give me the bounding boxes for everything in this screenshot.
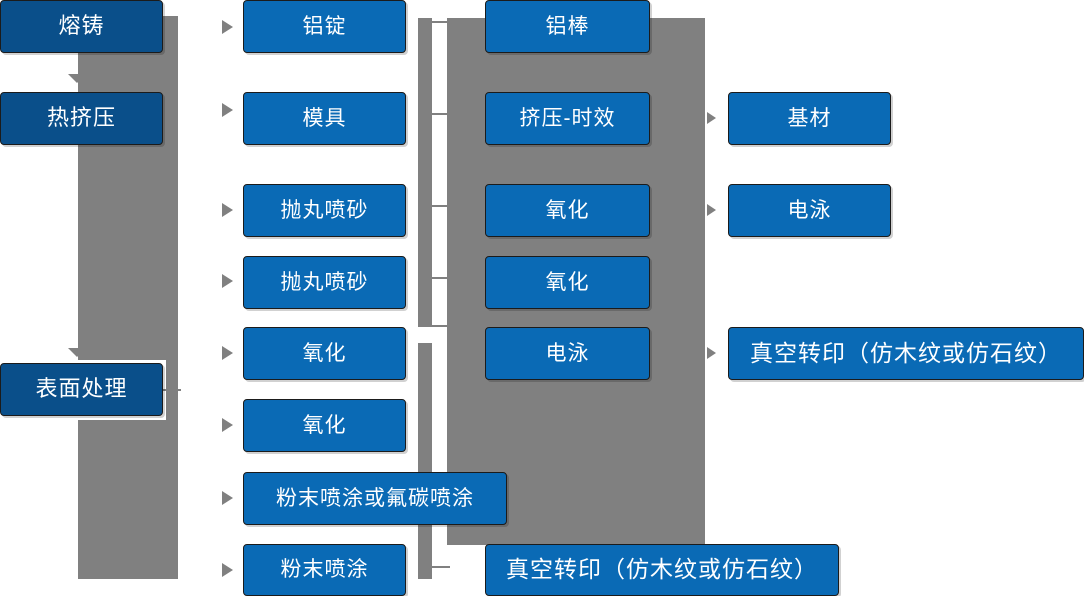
step-a-node-label: 抛丸喷砂: [280, 270, 369, 294]
arrow-icon-c3: [707, 347, 716, 359]
step-a-node-8[interactable]: 粉末喷涂: [243, 544, 406, 596]
tick-line-b3: [424, 205, 450, 207]
stage-node-melt-cast[interactable]: 熔铸: [0, 0, 163, 53]
stage-node-hot-extrusion[interactable]: 热挤压: [0, 92, 163, 145]
result-node-2[interactable]: 电泳: [728, 184, 891, 237]
arrow-icon-a8: [222, 563, 233, 577]
step-b-node-label: 电泳: [545, 341, 590, 365]
down-arrow-icon-1: [68, 74, 86, 83]
arrow-icon-a1: [222, 20, 233, 34]
middle-connector-bar: [418, 18, 432, 327]
step-b-node-6[interactable]: 真空转印（仿木纹或仿石纹）: [485, 544, 839, 596]
stage-3-connector-line: [163, 389, 181, 391]
step-b-node-3[interactable]: 氧化: [485, 184, 650, 237]
step-b-node-label: 铝棒: [545, 14, 590, 38]
arrow-icon-a4: [222, 274, 233, 288]
stage-node-label: 表面处理: [35, 376, 128, 402]
tick-line-b6: [424, 566, 450, 568]
arrow-icon-a7: [222, 491, 233, 505]
step-a-node-label: 粉末喷涂: [280, 558, 369, 582]
step-a-node-label: 氧化: [302, 413, 347, 437]
step-a-node-label: 抛丸喷砂: [280, 198, 369, 222]
step-a-node-4[interactable]: 抛丸喷砂: [243, 256, 406, 309]
down-arrow-icon-2: [68, 348, 86, 357]
arrow-icon-a3: [222, 203, 233, 217]
stage-node-surface-treatment[interactable]: 表面处理: [0, 363, 163, 416]
step-b-node-label: 氧化: [545, 198, 590, 222]
arrow-icon-c2: [707, 204, 716, 216]
tick-line-b5: [424, 325, 450, 327]
step-a-node-3[interactable]: 抛丸喷砂: [243, 184, 406, 237]
result-node-1[interactable]: 基材: [728, 92, 891, 145]
result-node-3[interactable]: 真空转印（仿木纹或仿石纹）: [728, 327, 1084, 380]
step-b-node-5[interactable]: 电泳: [485, 327, 650, 380]
stage-node-label: 熔铸: [58, 13, 105, 39]
step-b-node-label: 氧化: [545, 270, 590, 294]
step-a-node-6[interactable]: 氧化: [243, 399, 406, 452]
step-a-node-label: 氧化: [302, 341, 347, 365]
step-a-node-2[interactable]: 模具: [243, 92, 406, 145]
step-a-node-label: 模具: [302, 106, 347, 130]
step-a-node-label: 铝锭: [302, 14, 347, 38]
tick-line-b1: [424, 21, 450, 23]
step-b-node-1[interactable]: 铝棒: [485, 0, 650, 53]
tick-line-b2: [424, 113, 450, 115]
tick-line-b4: [424, 277, 450, 279]
stage-node-label: 热挤压: [46, 105, 116, 131]
step-b-node-label: 挤压-时效: [519, 106, 616, 130]
arrow-icon-c1: [707, 112, 716, 124]
middle-connector-bar-lower: [418, 343, 432, 579]
step-a-node-7[interactable]: 粉末喷涂或氟碳喷涂: [243, 472, 507, 525]
step-b-node-4[interactable]: 氧化: [485, 256, 650, 309]
step-b-node-2[interactable]: 挤压-时效: [485, 92, 650, 145]
result-node-label: 真空转印（仿木纹或仿石纹）: [750, 339, 1062, 366]
result-node-label: 电泳: [787, 198, 832, 222]
step-a-node-5[interactable]: 氧化: [243, 327, 406, 380]
arrow-icon-a5: [222, 346, 233, 360]
step-a-node-1[interactable]: 铝锭: [243, 0, 406, 53]
arrow-icon-a6: [222, 418, 233, 432]
step-a-node-label: 粉末喷涂或氟碳喷涂: [276, 486, 474, 510]
step-b-node-label: 真空转印（仿木纹或仿石纹）: [506, 556, 818, 583]
result-node-label: 基材: [787, 106, 832, 130]
arrow-icon-a2: [222, 103, 233, 117]
